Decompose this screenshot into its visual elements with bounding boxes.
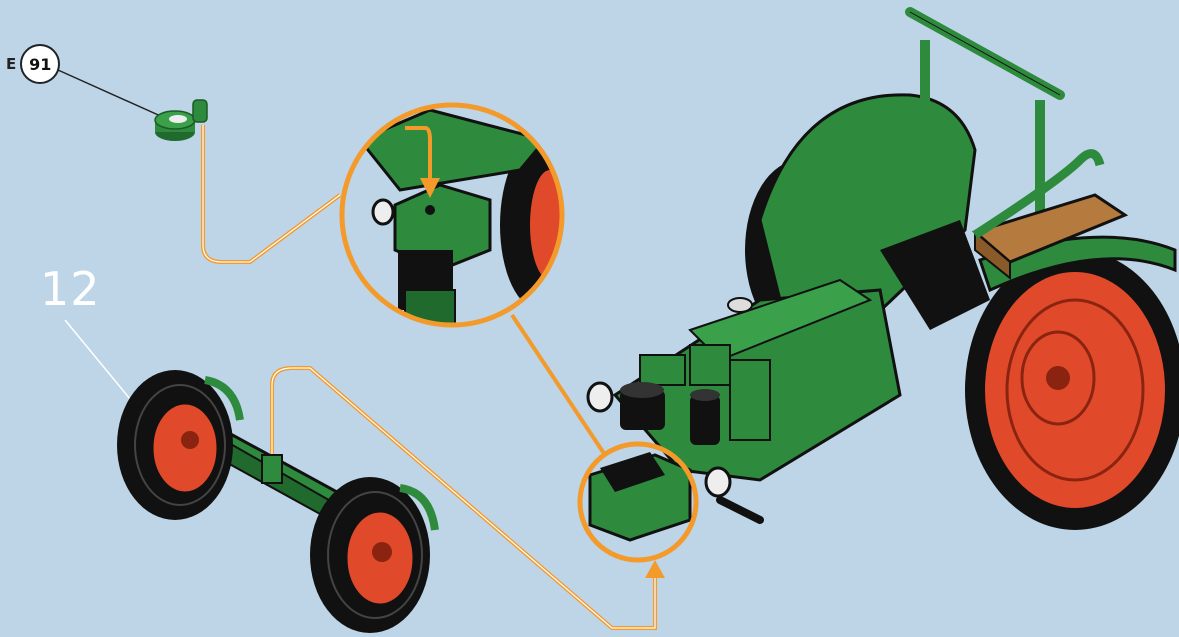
rear-right-wheel: [965, 250, 1179, 530]
step-number-label: 12: [40, 262, 101, 316]
part-callout-number: 91: [20, 44, 60, 84]
headlight-left: [588, 383, 612, 411]
zoom-connector-line: [512, 315, 605, 455]
front-axle-assembly: [117, 370, 435, 633]
step-leader-line: [65, 320, 135, 405]
front-axle-mount: [590, 452, 690, 540]
callout-leader-line: [58, 70, 165, 118]
headlight-right: [706, 468, 730, 496]
part-callout-prefix: E: [6, 55, 16, 73]
guide-path-upper: [203, 125, 340, 262]
front-axle-right-wheel: [310, 477, 435, 633]
zoom-detail: [342, 105, 580, 330]
guide-path-upper: [203, 125, 340, 262]
front-axle-left-wheel: [117, 370, 240, 520]
part-callout: E 91: [6, 44, 60, 84]
small-part-e91: [155, 100, 207, 141]
guide-arrowhead: [645, 560, 665, 578]
